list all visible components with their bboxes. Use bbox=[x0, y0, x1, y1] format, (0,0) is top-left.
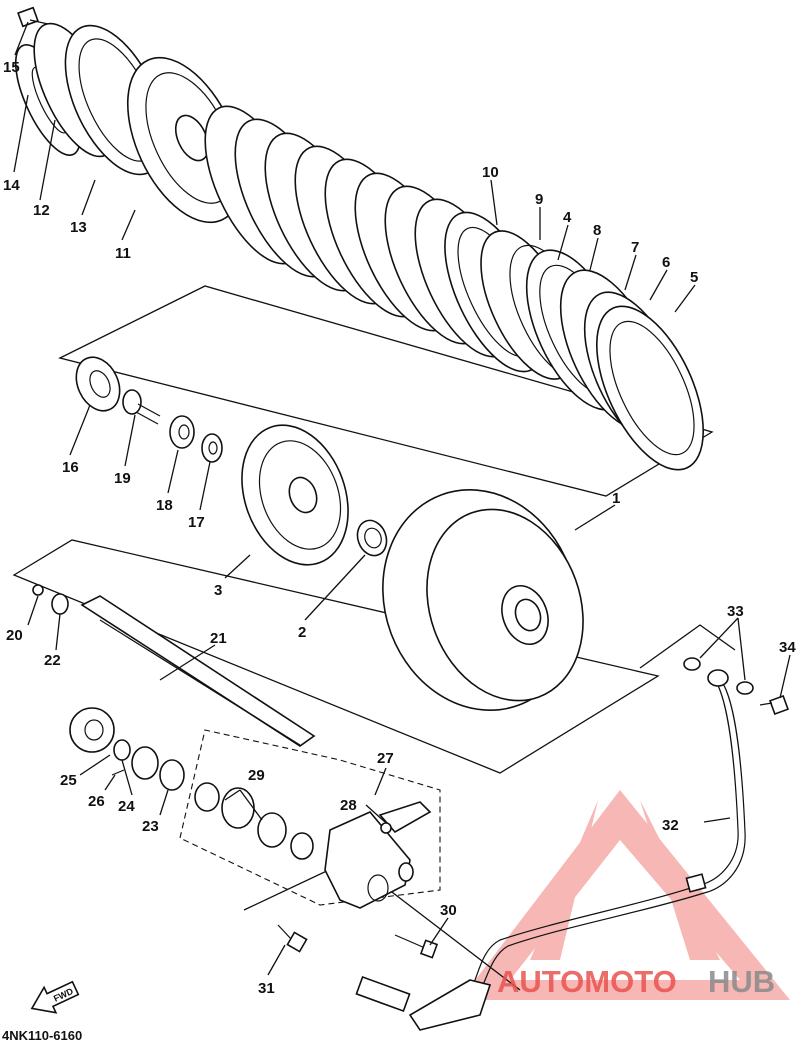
part-5-plate[interactable] bbox=[575, 290, 726, 485]
leader-lines bbox=[13, 21, 791, 976]
part-21-push-rod[interactable] bbox=[80, 595, 316, 747]
callout-12: 12 bbox=[33, 202, 50, 219]
callout-30: 30 bbox=[440, 902, 457, 919]
part-31-bolt[interactable] bbox=[277, 924, 308, 953]
callout-6: 6 bbox=[662, 254, 670, 271]
part-27-slave-cylinder[interactable] bbox=[324, 811, 414, 909]
part-22-oring[interactable] bbox=[51, 593, 69, 615]
callout-7: 7 bbox=[631, 239, 639, 256]
callout-31: 31 bbox=[258, 980, 275, 997]
part-24-oring[interactable] bbox=[113, 739, 131, 761]
slave-cylinder-frame bbox=[179, 729, 441, 906]
callout-8: 8 bbox=[593, 222, 601, 239]
part-18-nut[interactable] bbox=[169, 415, 195, 449]
callout-14: 14 bbox=[3, 177, 20, 194]
callout-13: 13 bbox=[70, 219, 87, 236]
part-23-bushing[interactable] bbox=[131, 746, 185, 791]
part-25-seal[interactable] bbox=[69, 707, 115, 753]
callout-26: 26 bbox=[88, 793, 105, 810]
callout-20: 20 bbox=[6, 627, 23, 644]
callout-19: 19 bbox=[114, 470, 131, 487]
part-1-clutch-housing[interactable] bbox=[352, 462, 609, 737]
shaft-group-frame bbox=[12, 539, 660, 774]
part-19-bolt[interactable] bbox=[122, 389, 161, 425]
part-30-bolt[interactable] bbox=[394, 934, 439, 959]
part-2-washer[interactable] bbox=[353, 516, 392, 559]
callout-5: 5 bbox=[690, 269, 698, 286]
callout-22: 22 bbox=[44, 652, 61, 669]
part-34-bolt[interactable] bbox=[759, 695, 789, 715]
callout-10: 10 bbox=[482, 164, 499, 181]
callout-2: 2 bbox=[298, 624, 306, 641]
callout-32: 32 bbox=[662, 817, 679, 834]
callout-9: 9 bbox=[535, 191, 543, 208]
callout-4: 4 bbox=[563, 209, 572, 226]
callout-21: 21 bbox=[210, 630, 227, 647]
callout-15: 15 bbox=[3, 59, 20, 76]
fwd-arrow-icon: FWD bbox=[30, 980, 80, 1014]
callout-18: 18 bbox=[156, 497, 173, 514]
watermark-text: AUTOMOTO HUB bbox=[497, 964, 775, 999]
callout-16: 16 bbox=[62, 459, 79, 476]
hose-frame-line bbox=[639, 624, 736, 669]
callout-24: 24 bbox=[118, 798, 135, 815]
callout-25: 25 bbox=[60, 772, 77, 789]
callout-11: 11 bbox=[115, 245, 131, 262]
callout-29: 29 bbox=[248, 767, 265, 784]
part-28-bracket[interactable] bbox=[378, 801, 432, 834]
diagram-code: 4NK110-6160 bbox=[2, 1028, 82, 1043]
callout-33: 33 bbox=[727, 603, 744, 620]
part-32-hose[interactable] bbox=[355, 679, 746, 1031]
callout-1: 1 bbox=[612, 490, 620, 507]
callout-23: 23 bbox=[142, 818, 159, 835]
part-26-pin[interactable] bbox=[111, 769, 125, 776]
watermark-text-red: AUTOMOTO bbox=[497, 964, 677, 999]
watermark-logo-icon bbox=[460, 790, 790, 1000]
callout-27: 27 bbox=[377, 750, 394, 767]
part-33-washers[interactable] bbox=[683, 657, 754, 695]
part-16-bearing[interactable] bbox=[68, 350, 128, 418]
clutch-plate-group-frame bbox=[58, 285, 714, 497]
callout-17: 17 bbox=[188, 514, 205, 531]
watermark-text-gray: HUB bbox=[708, 964, 775, 999]
callout-28: 28 bbox=[340, 797, 357, 814]
callout-34: 34 bbox=[779, 639, 796, 656]
part-3-clutch-boss[interactable] bbox=[223, 410, 366, 580]
part-20-ball[interactable] bbox=[32, 584, 44, 596]
part-17-washer[interactable] bbox=[201, 433, 223, 463]
part-29-piston-kit[interactable] bbox=[194, 782, 314, 860]
part-15-bolt[interactable] bbox=[17, 6, 49, 28]
callout-3: 3 bbox=[214, 582, 222, 599]
callout-labels: 15 14 12 13 11 10 9 4 8 7 6 5 16 19 18 1… bbox=[3, 59, 796, 997]
